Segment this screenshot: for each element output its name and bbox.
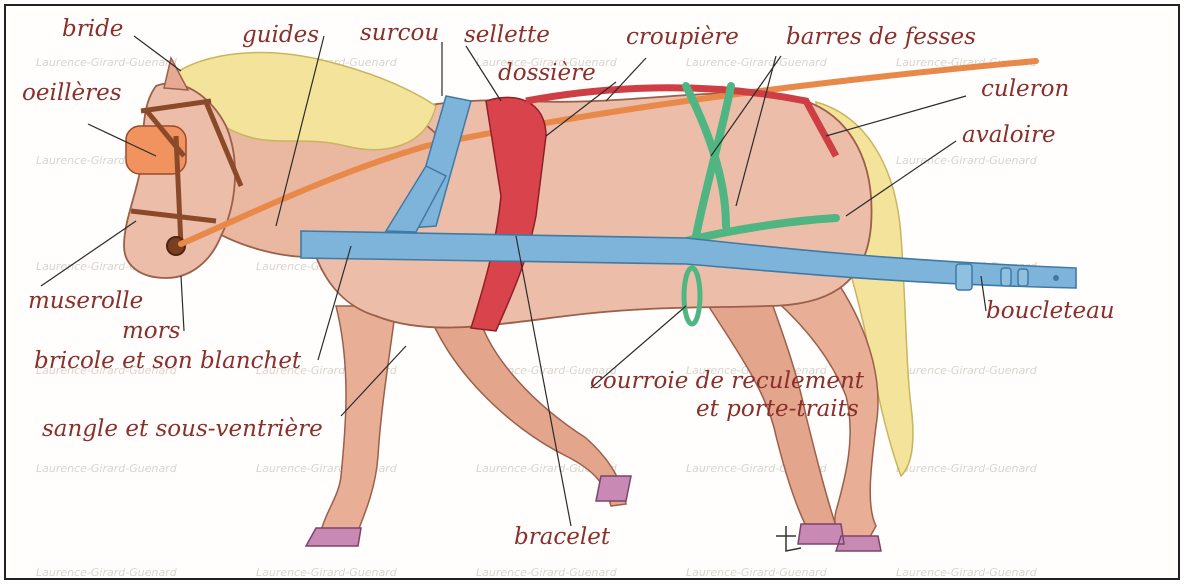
- watermark: Laurence-Girard-Guenard: [36, 56, 178, 69]
- label-barres-de-fesses: barres de fesses: [786, 26, 976, 49]
- label-avaloire: avaloire: [962, 124, 1056, 147]
- watermark: Laurence-Girard-Guenard: [256, 566, 398, 579]
- label-dossiere: dossière: [498, 62, 596, 85]
- label-courroie-line2: et porte-traits: [696, 398, 859, 421]
- watermark: Laurence-Girard-Guenard: [896, 364, 1038, 377]
- watermark: Laurence-Girard-Guenard: [896, 566, 1038, 579]
- label-muserolle: muserolle: [28, 290, 143, 313]
- horse-fore-leg-near: [321, 306, 396, 536]
- horse-fore-leg-far: [426, 306, 626, 506]
- watermark: Laurence-Girard-Guenard: [36, 462, 178, 475]
- label-bracelet: bracelet: [514, 526, 610, 549]
- watermark: Laurence-Girard-Guenard: [686, 566, 828, 579]
- label-bricole: bricole et son blanchet: [34, 350, 301, 373]
- watermark: Laurence-Girard-Guenard: [896, 154, 1038, 167]
- label-surcou: surcou: [360, 22, 439, 45]
- label-courroie-line1: courroie de reculement: [590, 370, 864, 393]
- label-oeilleres: oeillères: [22, 82, 122, 105]
- label-bride: bride: [62, 18, 123, 41]
- label-sellette: sellette: [464, 24, 550, 47]
- label-culeron: culeron: [981, 78, 1069, 101]
- label-sangle: sangle et sous-ventrière: [42, 418, 323, 441]
- watermark: Laurence-Girard-Guenard: [36, 566, 178, 579]
- watermark: Laurence-Girard-Guenard: [896, 462, 1038, 475]
- label-guides: guides: [242, 24, 319, 47]
- label-boucleteau: boucleteau: [986, 300, 1115, 323]
- artist-signature: [776, 526, 801, 551]
- watermark: Laurence-Girard-Guenard: [686, 56, 828, 69]
- diagram-frame: Laurence-Girard-Guenard Laurence-Girard-…: [4, 4, 1180, 580]
- label-croupiere: croupière: [626, 26, 739, 49]
- label-mors: mors: [122, 320, 180, 343]
- watermark: Laurence-Girard-Guenard: [476, 566, 618, 579]
